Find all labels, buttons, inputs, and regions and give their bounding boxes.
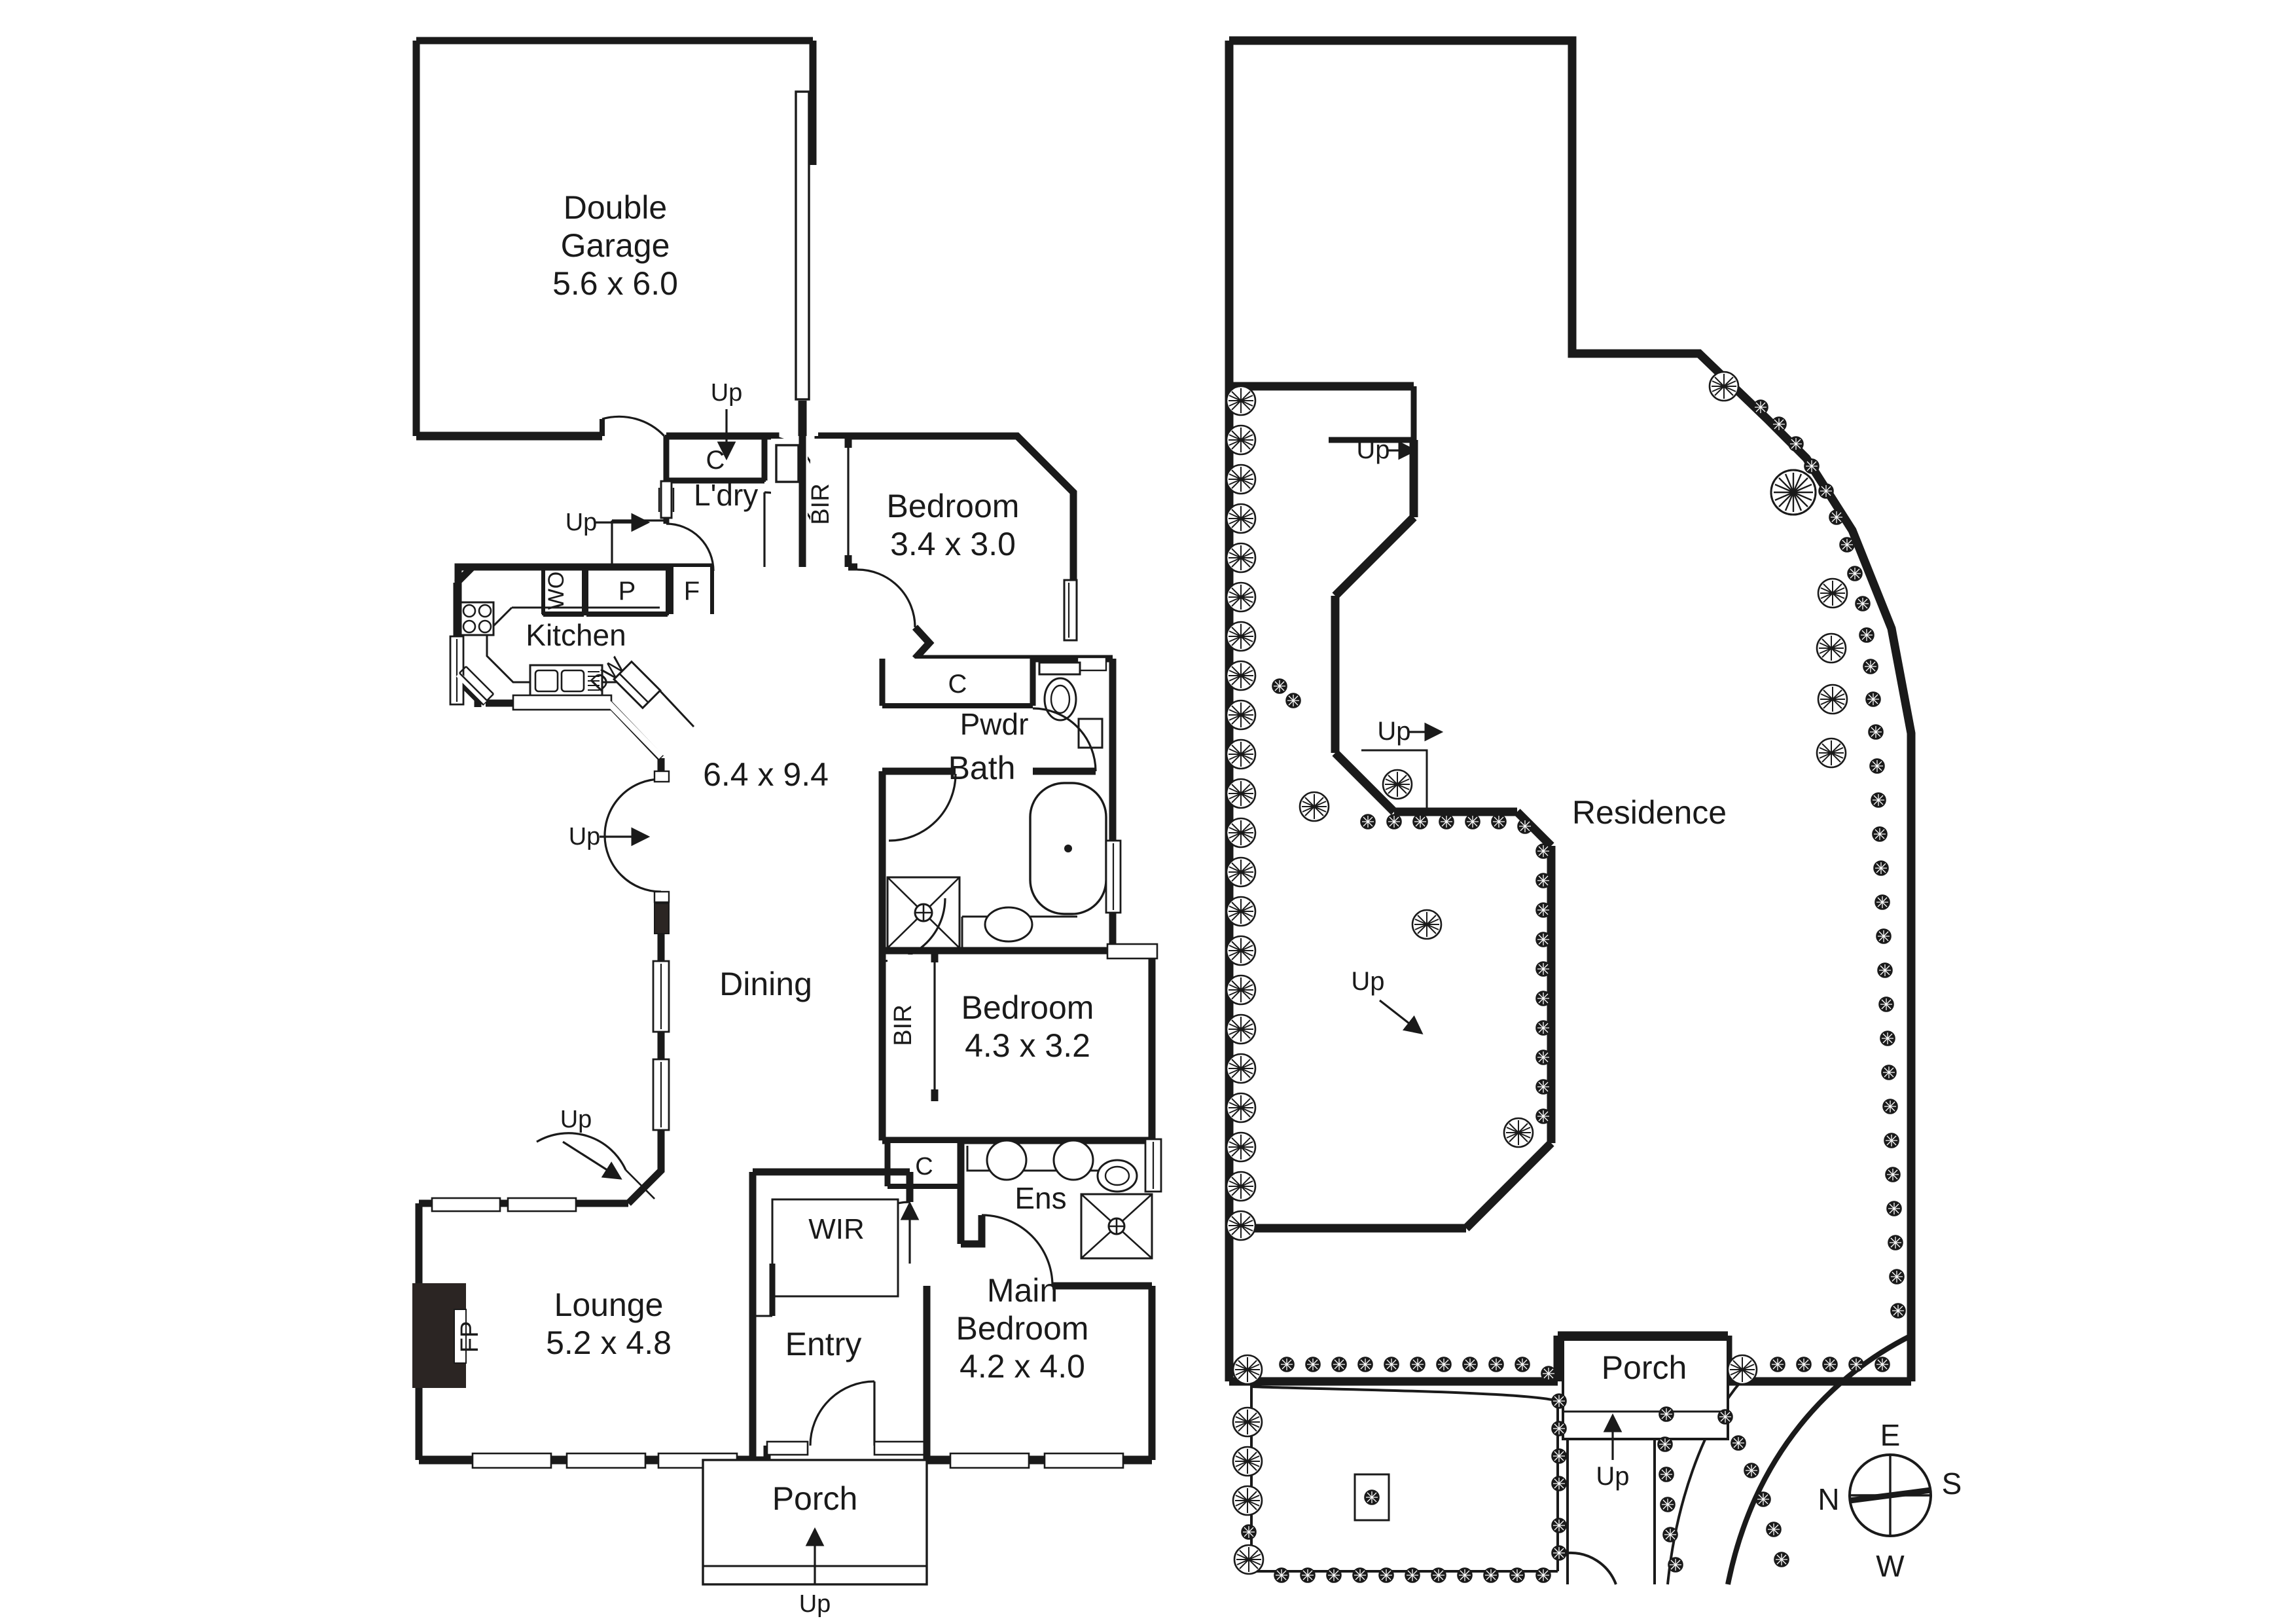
room-kitchen: WO P F: [449, 563, 714, 774]
room-bathroom: Bath: [878, 750, 1122, 955]
room-double-garage: Double Garage 5.6 x 6.0: [412, 37, 817, 441]
fixture-label-cupboard-hall: C: [948, 670, 967, 699]
fixture-label-cupboard-laundry: C: [706, 446, 725, 475]
fixture-label-fridge: F: [684, 577, 700, 606]
floor-plan-panel: Double Garage 5.6 x 6.0 C: [412, 37, 1162, 1618]
fixture-label-fireplace: FP: [456, 1321, 484, 1353]
stair-label-up-porch: Up: [799, 1590, 831, 1618]
site-plan-panel: Porch Up Residence Up Up Up: [1225, 36, 1916, 1585]
site-stair-marker-porch: Up: [1596, 1413, 1630, 1491]
room-label-garage-line2: Garage: [561, 227, 670, 264]
compass-label-west: W: [1876, 1549, 1905, 1583]
room-label-bedroom-2: Bedroom: [887, 488, 1020, 524]
compass-label-north: N: [1818, 1482, 1839, 1516]
room-label-lounge: Lounge: [554, 1286, 664, 1323]
built-in-robe-bedroom-2: BIR: [771, 436, 852, 567]
fixture-label-bir-bed2: BIR: [807, 483, 834, 524]
room-dim-bedroom-3: 4.3 x 3.2: [965, 1027, 1090, 1064]
room-label-powder: Pwdr: [960, 707, 1029, 741]
site-stair-label-porch: Up: [1596, 1462, 1629, 1491]
stair-label-up-laundry-west: Up: [565, 509, 598, 536]
compass-label-east: E: [1880, 1418, 1901, 1452]
site-stair-label-lower: Up: [1351, 967, 1384, 996]
site-stair-marker-north: Up: [1356, 435, 1418, 464]
room-main-bedroom: Main Bedroom 4.2 x 4.0: [923, 1272, 1156, 1469]
room-lounge: FP Lounge 5.2 x 4.8: [412, 1197, 753, 1469]
room-label-dining: Dining: [719, 966, 812, 1002]
fixture-label-wall-oven: WO: [544, 572, 569, 610]
fixture-label-pantry: P: [619, 577, 636, 606]
room-label-main-bedroom-line2: Bedroom: [956, 1310, 1089, 1347]
room-dim-garage: 5.6 x 6.0: [552, 265, 678, 302]
site-stair-marker-mid: Up: [1377, 717, 1444, 746]
site-porch-label: Porch: [1602, 1349, 1687, 1386]
room-label-porch: Porch: [772, 1480, 858, 1517]
stair-label-up-garage: Up: [711, 379, 743, 407]
fixture-label-bir-bed3: BIR: [889, 1004, 917, 1046]
room-label-bathroom: Bath: [948, 750, 1016, 786]
room-label-entry: Entry: [785, 1326, 862, 1362]
cupboard-laundry: C: [663, 432, 768, 484]
stair-marker-up-porch: Up: [799, 1527, 831, 1618]
site-stair-marker-lower: Up: [1351, 967, 1424, 1034]
garage-door-track: [795, 90, 810, 436]
room-walk-in-robe: WIR: [749, 1168, 920, 1377]
stair-label-up-kitchen: Up: [569, 823, 601, 850]
room-dim-lounge: 5.2 x 4.8: [546, 1324, 672, 1361]
site-residence-label: Residence: [1572, 794, 1727, 831]
powder-room: C Pwdr: [879, 655, 1117, 779]
stair-marker-up-garage: Up: [711, 379, 743, 461]
stair-marker-up-laundry-west: Up: [565, 509, 651, 536]
site-stair-label-mid: Up: [1377, 717, 1410, 746]
site-stair-label-north: Up: [1356, 435, 1390, 464]
room-bedroom-3: BIR Bedroom 4.3 x 3.2: [878, 898, 1158, 1144]
stair-marker-up-lounge: Up: [536, 1106, 627, 1180]
room-living-dining: 6.4 x 9.4 Dining: [603, 756, 829, 1206]
room-ensuite: C Ens: [884, 1138, 1162, 1290]
room-label-wir: WIR: [808, 1213, 865, 1245]
room-dim-bedroom-2: 3.4 x 3.0: [890, 526, 1016, 562]
room-label-garage-line1: Double: [564, 189, 667, 226]
stair-label-up-lounge: Up: [560, 1106, 592, 1133]
room-label-main-bedroom-line1: Main: [987, 1272, 1058, 1309]
room-porch: Porch Up: [702, 1459, 928, 1618]
compass-rose: E S W N: [1818, 1418, 1962, 1583]
room-bedroom-2: Bedroom 3.4 x 3.0: [848, 432, 1078, 663]
fixture-label-cupboard-ensuite: C: [915, 1153, 933, 1180]
room-label-laundry: L'dry: [694, 478, 758, 512]
stair-marker-up-kitchen-dining: Up: [569, 823, 651, 850]
room-dim-main-bedroom: 4.2 x 4.0: [960, 1348, 1085, 1385]
room-label-bedroom-3: Bedroom: [961, 989, 1094, 1026]
compass-label-south: S: [1942, 1467, 1962, 1501]
room-label-ensuite: Ens: [1014, 1181, 1066, 1215]
room-dim-living: 6.4 x 9.4: [703, 756, 829, 793]
room-label-kitchen: Kitchen: [526, 618, 626, 652]
